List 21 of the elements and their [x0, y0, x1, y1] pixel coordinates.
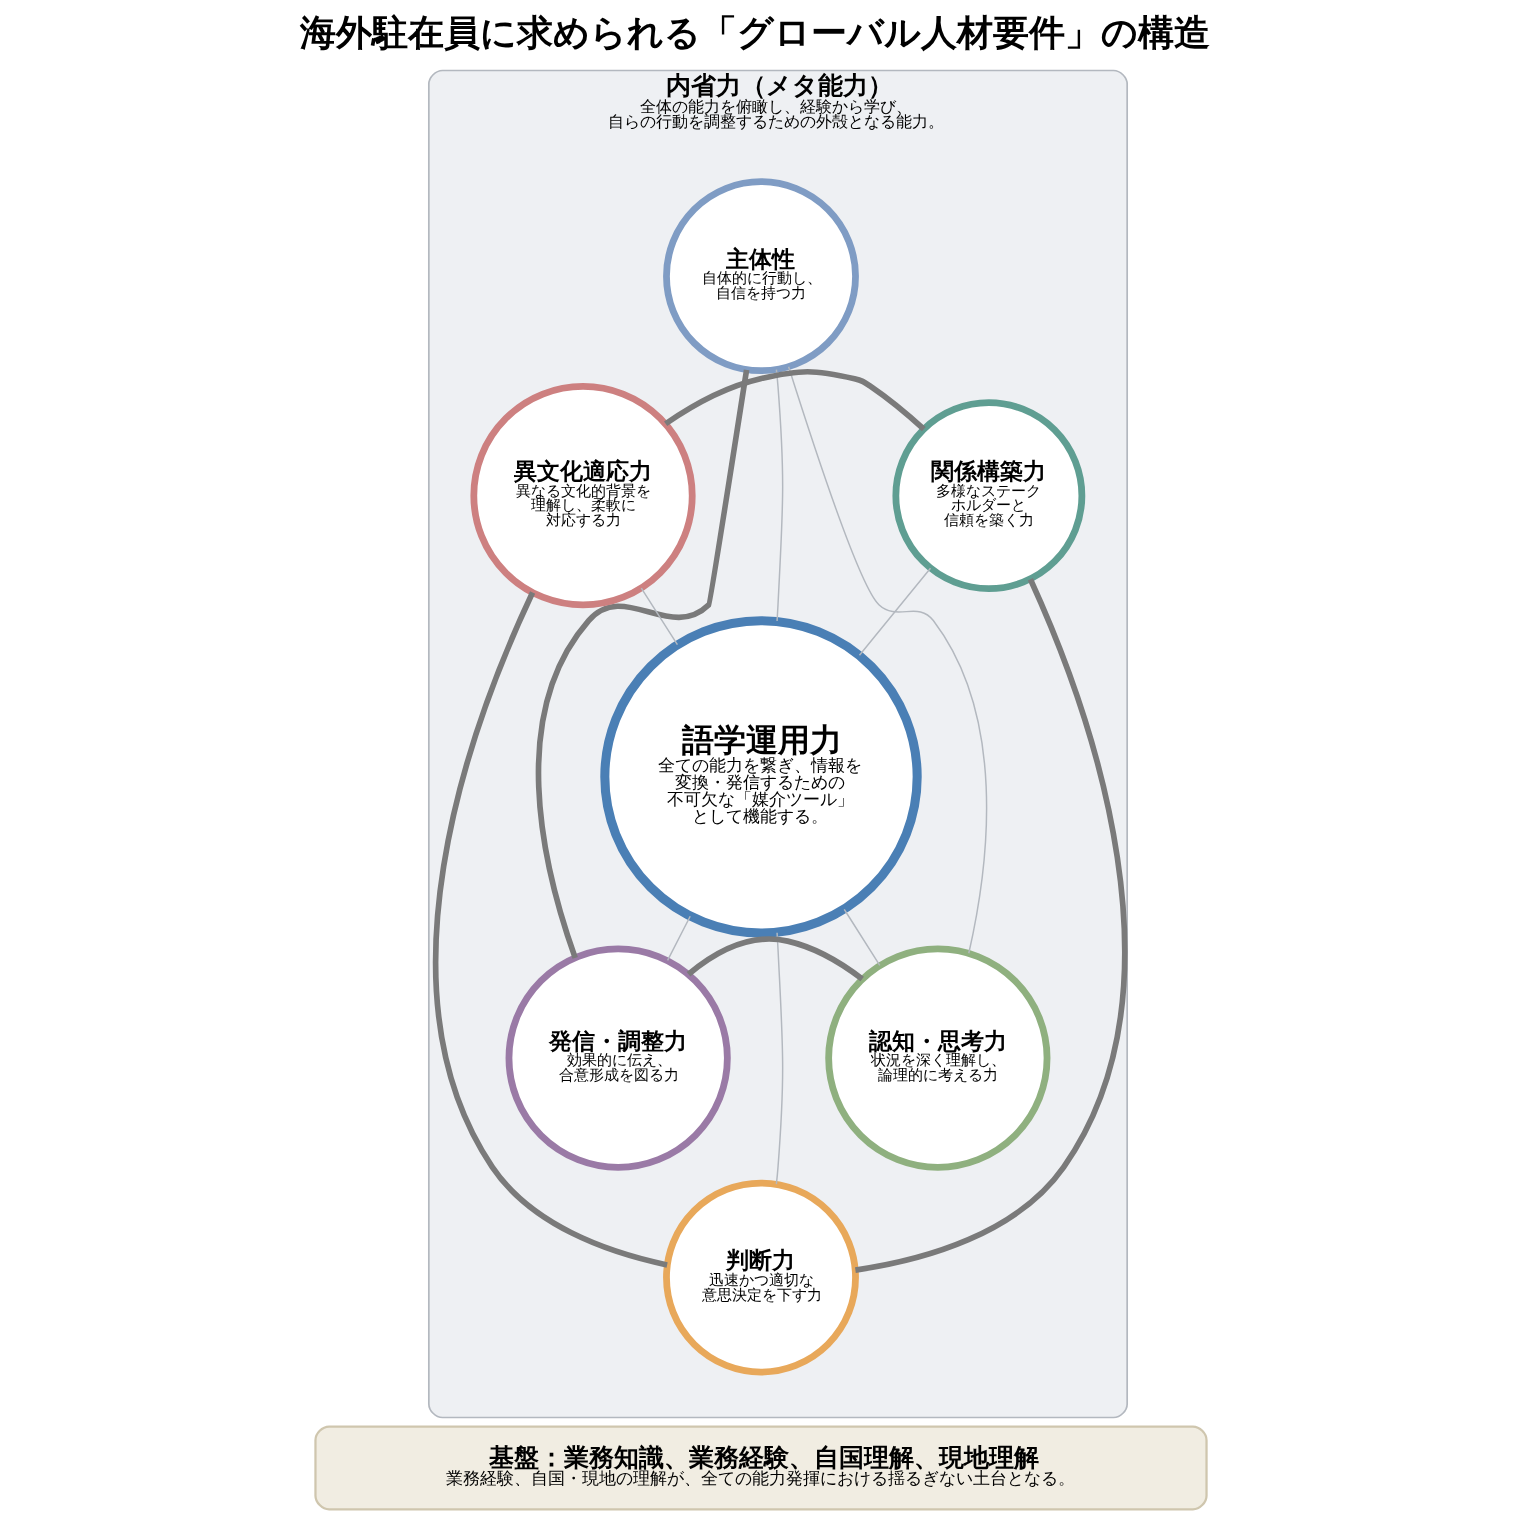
connector: [433, 591, 668, 1268]
diagram-title: 海外駐在員に求められる「グローバル人材要件」の構造: [299, 11, 1210, 55]
connector: [843, 908, 881, 967]
node-circle: 認知・思考力 状況を深く理解し、論理的に考える力: [825, 945, 1051, 1171]
node-circle: 関係構築力 多様なステークホルダーと信頼を築く力: [892, 399, 1086, 593]
connector: [686, 936, 864, 982]
node-circle: 語学運用力 全ての能力を繋ぎ、情報を変換・発信するための不可欠な「媒介ツール」として機能する。: [600, 616, 922, 938]
connector: [666, 915, 691, 962]
connector: [775, 368, 784, 622]
node-circle: 発信・調整力 効果的に伝え、合意形成を図る力: [505, 945, 731, 1171]
connector: [775, 932, 784, 1185]
connector: [535, 369, 750, 959]
connector: [858, 567, 932, 656]
node-circle: 主体性 自体的に行動し、自信を持つ力: [663, 178, 859, 375]
connector: [640, 587, 679, 646]
node-circle: 判断力 迅速かつ適切な意思決定を下す力: [663, 1179, 859, 1376]
connector: [664, 368, 926, 432]
node-circle: 異文化適応力 異なる文化的背景を理解し、柔軟に対応する力: [470, 383, 696, 609]
node-box: 基盤：業務知識、業務経験、自国理解、現地理解 業務経験、自国・現地の理解が、全ての能力発揮における揺るぎない土台となる。: [314, 1425, 1208, 1511]
connector: [854, 578, 1128, 1273]
connector: [787, 366, 988, 954]
